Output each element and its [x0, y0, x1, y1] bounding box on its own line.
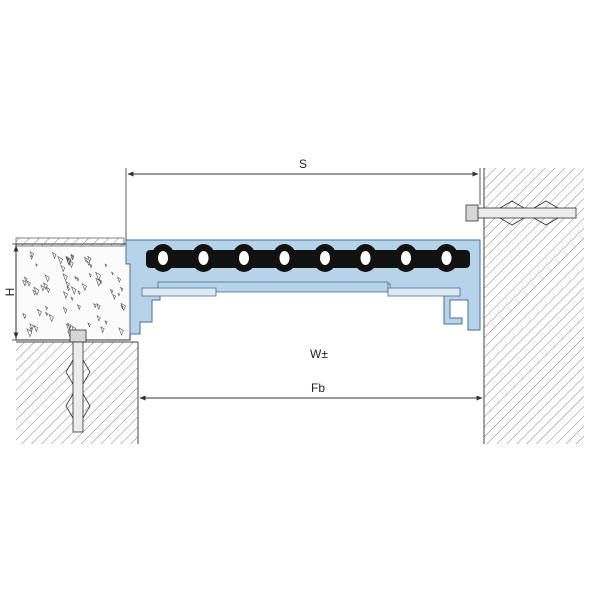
- aggregate-speck: [22, 312, 27, 320]
- aggregate-speck: [74, 275, 77, 280]
- aggregate-speck: [93, 302, 97, 309]
- aggregate-speck: [29, 251, 34, 259]
- aggregate-speck: [77, 290, 81, 296]
- aggregate-speck: [36, 308, 42, 317]
- aggregate-speck: [70, 254, 74, 261]
- seal-insert-hole: [198, 251, 209, 265]
- aggregate-speck: [62, 291, 68, 299]
- aggregate-speck: [29, 323, 34, 331]
- aggregate-speck: [117, 292, 120, 297]
- aggregate-speck: [45, 286, 51, 294]
- seal-insert-hole: [320, 251, 330, 265]
- seal-insert-hole: [239, 251, 249, 265]
- aggregate-speck: [104, 263, 108, 268]
- aggregate-speck: [65, 323, 71, 332]
- aggregate-speck: [96, 303, 101, 311]
- aggregate-speck: [48, 313, 54, 323]
- aggregate-speck: [33, 286, 40, 296]
- seal-rail: [146, 250, 470, 268]
- aggregate-speck: [29, 255, 33, 261]
- left-concrete-screed: [15, 237, 131, 341]
- aggregate-speck: [95, 277, 102, 287]
- aggregate-speck: [26, 280, 31, 287]
- left-anchor-bolt: [65, 329, 91, 433]
- aggregate-speck: [32, 289, 37, 296]
- aggregate-speck: [62, 306, 68, 315]
- aggregate-speck: [45, 311, 49, 317]
- aggregate-speck: [87, 322, 91, 328]
- aggregate-speck: [70, 286, 77, 295]
- aggregate-speck: [116, 276, 121, 283]
- aggregate-speck: [44, 305, 48, 311]
- aggregate-speck: [66, 286, 70, 292]
- aggregate-speck: [119, 286, 124, 292]
- aggregate-speck: [22, 279, 27, 287]
- aggregate-speck: [33, 324, 39, 333]
- aggregate-speck: [88, 272, 92, 278]
- aggregate-speck: [87, 255, 92, 263]
- aggregate-speck: [76, 304, 81, 311]
- dimension-h-label: H: [3, 288, 17, 297]
- seal-inserts: [146, 244, 470, 272]
- aggregate-speck: [68, 259, 74, 269]
- aggregate-speck: [40, 284, 45, 292]
- aggregate-speck: [42, 282, 48, 291]
- aggregate-speck: [89, 263, 93, 269]
- aggregate-speck: [118, 327, 124, 336]
- aggregate-speck: [96, 315, 101, 322]
- aggregate-speck: [62, 273, 68, 282]
- aggregate-speck: [109, 288, 114, 295]
- aggregate-speck: [66, 256, 70, 262]
- seal-insert-hole: [401, 251, 411, 265]
- aggregate-speck: [83, 256, 88, 263]
- aggregate-speck: [60, 264, 66, 273]
- aggregate-speck: [112, 293, 116, 300]
- aggregate-speck: [86, 260, 90, 266]
- seal-insert-hole: [441, 251, 452, 265]
- dimension-fb: Fb: [139, 381, 483, 401]
- aggregate-speck: [98, 278, 103, 285]
- seal-insert-hole: [279, 251, 290, 265]
- aggregate-speck: [29, 327, 33, 333]
- aggregate-speck: [70, 296, 74, 301]
- seal-insert-hole: [360, 251, 371, 265]
- dimension-s: S: [125, 157, 481, 240]
- aggregate-speck: [51, 251, 57, 260]
- aggregate-speck: [65, 255, 72, 266]
- aggregate-speck: [23, 276, 28, 283]
- aggregate-speck: [120, 302, 126, 312]
- aggregate-speck: [120, 304, 124, 310]
- aggregate-speck: [35, 263, 38, 268]
- dimension-s-label: S: [299, 157, 307, 171]
- aggregate-speck: [44, 274, 50, 283]
- right-anchor-bolt: [465, 200, 577, 226]
- aggregate-speck: [111, 271, 114, 276]
- aggregate-speck: [104, 320, 108, 325]
- aggregate-speck: [65, 280, 70, 288]
- seal-insert-hole: [158, 251, 168, 265]
- dimension-h: H: [3, 243, 32, 341]
- aggregate-speck: [57, 255, 63, 265]
- aggregate-speck: [81, 283, 87, 292]
- aggregate-speck: [100, 326, 105, 334]
- aggregate-speck: [26, 328, 33, 338]
- aggregate-speck: [76, 277, 80, 282]
- dimension-fb-label: Fb: [311, 381, 325, 395]
- aggregate-speck: [95, 271, 101, 281]
- dimension-w-label: W±: [310, 347, 328, 361]
